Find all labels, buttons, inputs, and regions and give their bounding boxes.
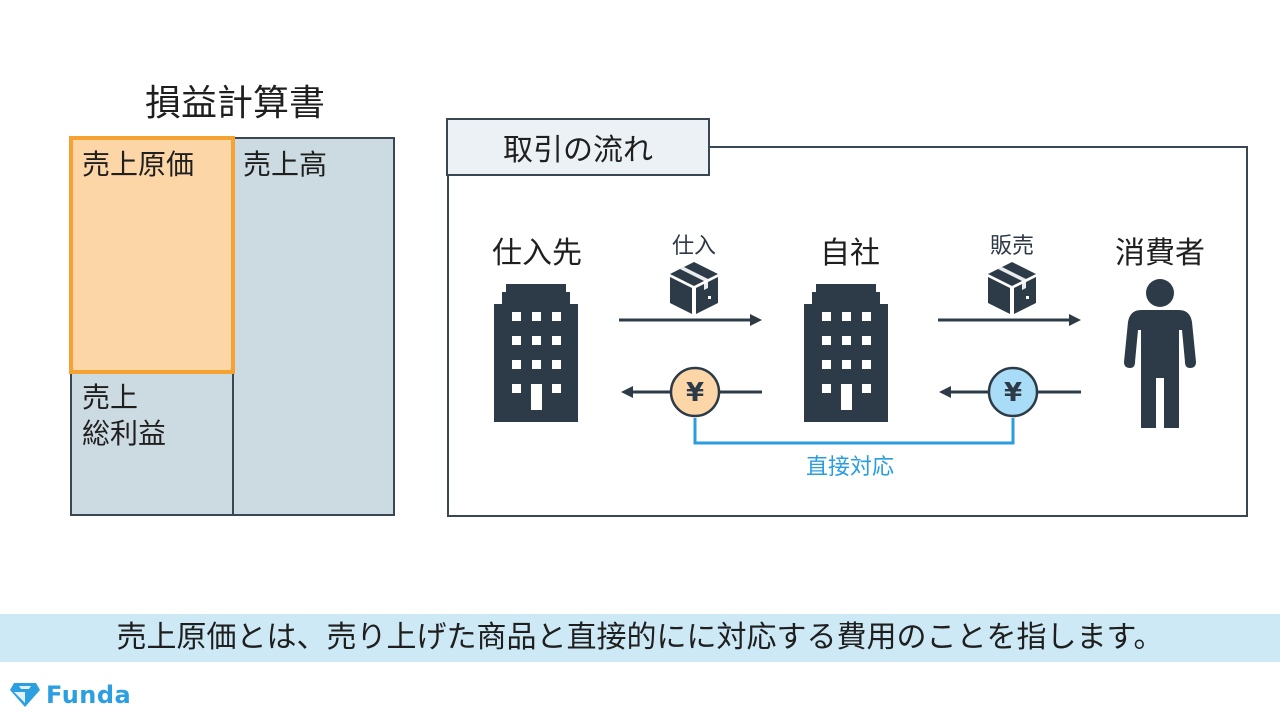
cost-yen-coin-icon: ¥ xyxy=(669,366,721,418)
purchase-package-icon xyxy=(670,262,718,314)
supplier-building-icon xyxy=(494,284,578,422)
supplier-label: 仕入先 xyxy=(492,236,582,271)
consumer-label: 消費者 xyxy=(1115,236,1205,271)
transaction-flow-title: 取引の流れ xyxy=(446,118,710,176)
purchase-arrow xyxy=(619,314,762,326)
diamond-logo-icon xyxy=(10,683,40,707)
sale-arrow xyxy=(938,314,1081,326)
sale-label: 販売 xyxy=(989,234,1034,259)
income-statement-title: 損益計算書 xyxy=(144,83,325,124)
revenue-yen-coin-icon: ¥ xyxy=(987,366,1039,418)
logo-text: Funda xyxy=(46,681,132,709)
revenue-yen-symbol: ¥ xyxy=(1004,378,1022,408)
company-building-icon xyxy=(804,284,888,422)
cost-yen-symbol: ¥ xyxy=(686,378,704,408)
cogs-label: 売上原価 xyxy=(82,148,195,181)
direct-correspondence-label: 直接対応 xyxy=(805,455,894,480)
direct-correspondence-bracket xyxy=(693,418,1015,445)
sale-package-icon xyxy=(988,262,1036,314)
purchase-label: 仕入 xyxy=(671,234,716,259)
explanation-text: 売上原価とは、売り上げた商品と直接的にに対応する費用のことを指します。 xyxy=(116,620,1164,655)
funda-logo: Funda xyxy=(10,680,131,710)
explanation-banner xyxy=(0,614,1280,662)
transaction-flow-frame xyxy=(447,146,1248,517)
sales-label: 売上高 xyxy=(243,148,328,181)
company-label: 自社 xyxy=(820,236,880,271)
consumer-person-icon xyxy=(1124,279,1196,428)
cogs-block xyxy=(69,136,235,374)
gross-profit-label: 売上 総利益 xyxy=(82,381,167,450)
